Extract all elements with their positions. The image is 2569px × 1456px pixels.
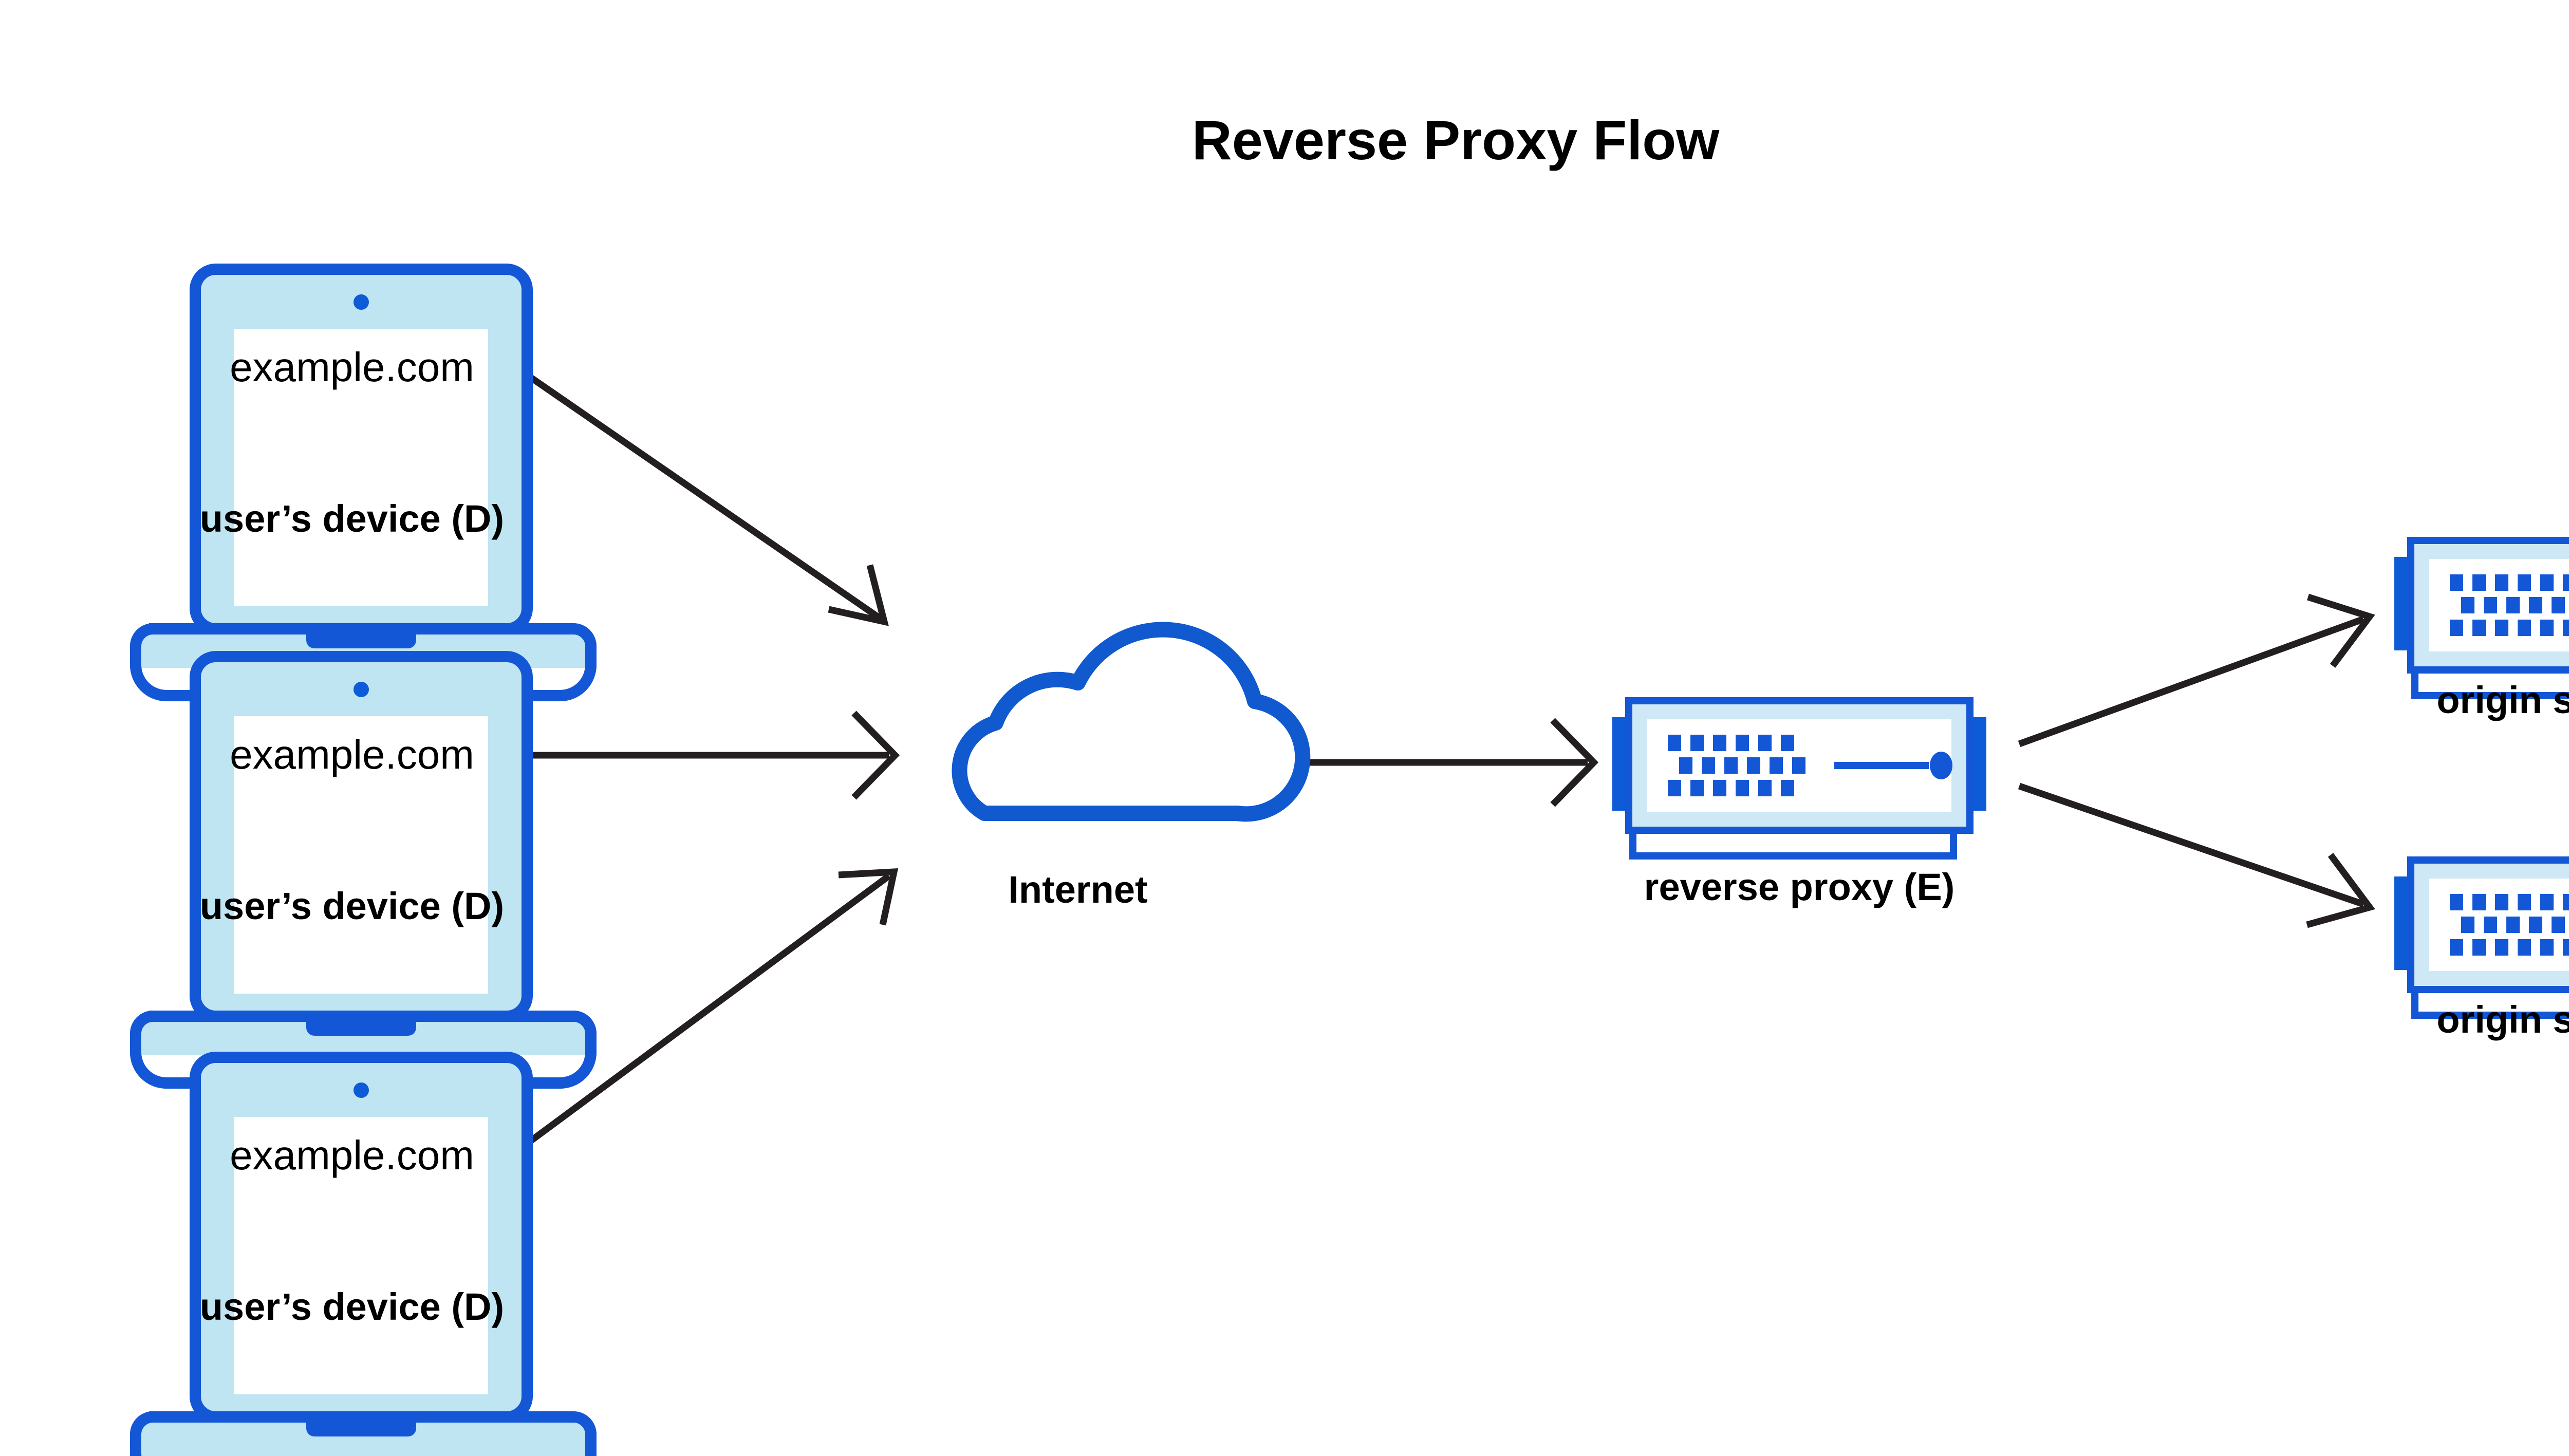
edge-proxy-origin2 [2018,782,2375,928]
node-label-client-3: user’s device (D) [200,1285,504,1328]
laptop-icon [132,269,591,696]
node-label-reverse-proxy: reverse proxy (E) [1644,866,1955,908]
page-title: Reverse Proxy Flow [1192,109,1720,171]
server-icon [2394,540,2569,696]
server-icon [2394,860,2569,1015]
edge-layer [512,363,2375,1156]
laptop-screen-url: example.com [230,1132,474,1178]
node-label-client-2: user’s device (D) [200,885,504,927]
node-label-origin-1: origin server (F) [2436,679,2569,721]
node-label-client-1: user’s device (D) [200,497,504,540]
edge-client1-internet [512,363,889,626]
laptop-icon [132,1057,591,1456]
node-client-2[interactable]: example.com user’s device (D) [132,657,591,1083]
node-label-origin-2: origin server (F) [2436,998,2569,1041]
node-origin-1[interactable]: origin server (F) [2394,540,2569,721]
node-client-1[interactable]: example.com user’s device (D) [132,269,591,696]
laptop-icon [132,657,591,1083]
laptop-screen-url: example.com [230,732,474,777]
node-label-internet: Internet [1008,868,1147,911]
node-reverse-proxy[interactable]: reverse proxy (E) [1612,701,1986,908]
edge-client3-internet [512,868,899,1156]
edge-proxy-origin1 [2018,593,2375,748]
laptop-screen-url: example.com [230,344,474,390]
node-client-3[interactable]: example.com user’s device (D) [132,1057,591,1456]
node-origin-2[interactable]: origin server (F) [2394,860,2569,1041]
node-internet[interactable]: Internet [959,629,1302,911]
edge-client2-internet [514,711,900,800]
server-icon [1612,701,1986,856]
